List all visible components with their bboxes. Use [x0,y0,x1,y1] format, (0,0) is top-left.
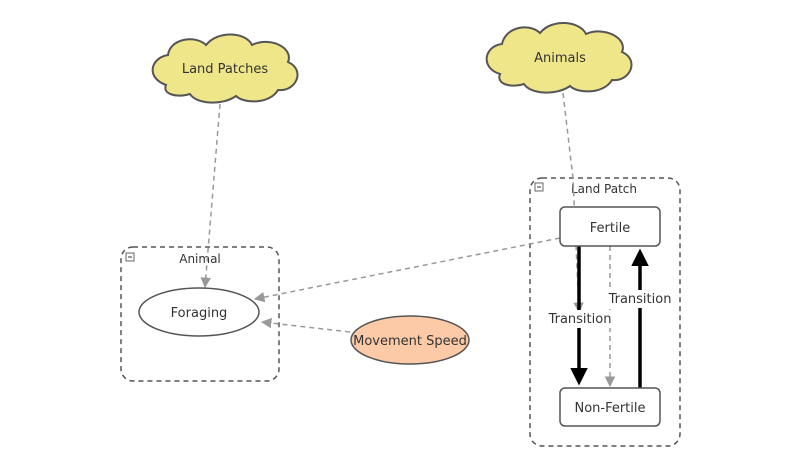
transition-fertile-to-non-fertile[interactable]: Transition [545,246,613,386]
transition-down-label: Transition [548,312,612,327]
animal-container[interactable]: Animal [120,246,280,382]
non-fertile-label: Non-Fertile [574,401,645,416]
link-movement-speed-to-foraging[interactable] [260,317,351,333]
fertile-node[interactable]: Fertile [559,206,661,247]
fertile-label: Fertile [590,221,630,236]
link-land-patches-to-foraging[interactable] [200,103,221,289]
land-patches-label: Land Patches [182,62,269,77]
non-fertile-node[interactable]: Non-Fertile [559,387,661,427]
movement-speed-label: Movement Speed [353,334,467,349]
link-animals-to-transition[interactable] [562,92,584,314]
land-patch-container-title: Land Patch [571,182,637,196]
land-patches-cloud[interactable]: Land Patches [151,33,299,104]
link-fertile-to-foraging[interactable] [253,237,561,303]
foraging-label: Foraging [171,306,228,321]
animals-cloud[interactable]: Animals [485,22,633,94]
animals-label: Animals [534,51,586,66]
animal-container-title: Animal [179,252,221,266]
foraging-node[interactable]: Foraging [138,287,260,337]
movement-speed-node[interactable]: Movement Speed [350,315,470,365]
land-patch-container[interactable]: Land Patch [529,177,681,447]
transition-up-label: Transition [608,292,672,307]
transition-non-fertile-to-fertile[interactable]: Transition [606,248,674,388]
